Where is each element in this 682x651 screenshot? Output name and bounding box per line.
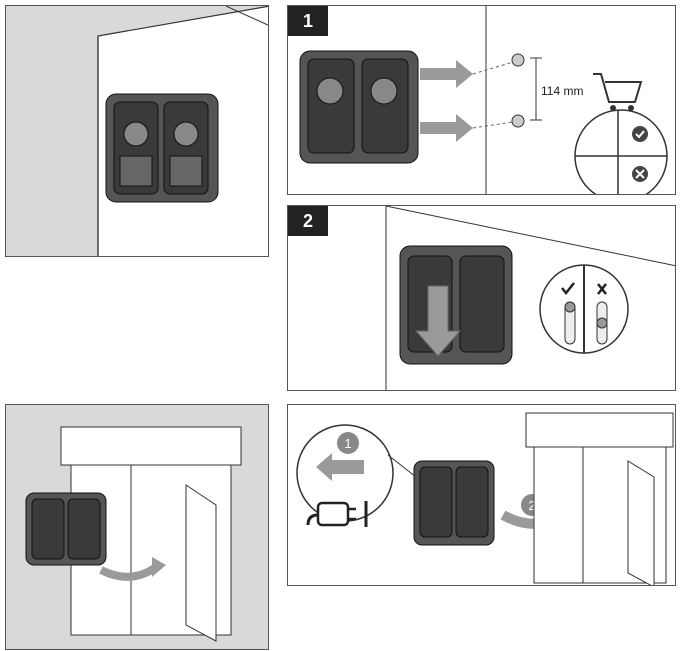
step-1-badge: 1 — [288, 6, 328, 36]
close-icon — [597, 283, 607, 295]
charger-illustration — [25, 492, 107, 566]
arrow-right-icon — [420, 60, 473, 142]
panel-cabinet-mount — [5, 404, 269, 650]
dimension-label: 114 mm — [541, 84, 584, 98]
panel-step-1: 1 — [287, 5, 676, 195]
step-1-illustration — [299, 6, 668, 194]
step-2-illustration — [385, 206, 675, 390]
arrow-down-icon — [414, 285, 462, 357]
panel-wall-mount-overview — [5, 5, 269, 257]
charger-illustration — [413, 460, 495, 546]
charger-illustration — [105, 93, 219, 203]
step-3-sub-1-marker: 1 — [337, 432, 359, 454]
step-3-sub-1-label: 1 — [344, 436, 351, 451]
wall-corner-illustration — [97, 6, 268, 256]
check-icon — [561, 282, 575, 296]
arrow-left-icon — [316, 453, 364, 481]
cabinet-illustration — [525, 412, 674, 585]
screw-icon — [511, 53, 525, 128]
charger-illustration — [399, 245, 513, 365]
panel-step-3: 1 2 — [287, 404, 676, 586]
check-circle-icon — [632, 126, 648, 142]
curved-arrow-icon — [99, 557, 166, 581]
step-2-badge: 2 — [288, 206, 328, 236]
cross-circle-icon — [632, 166, 648, 182]
panel-step-2: 2 — [287, 205, 676, 391]
step-3-sub-2-label: 2 — [528, 498, 535, 513]
charger-illustration — [299, 50, 419, 164]
shopping-cart-icon — [593, 73, 643, 111]
step-3-illustration: 1 2 — [296, 412, 674, 585]
plug-icon — [306, 501, 368, 527]
cabinet-illustration — [25, 426, 242, 642]
